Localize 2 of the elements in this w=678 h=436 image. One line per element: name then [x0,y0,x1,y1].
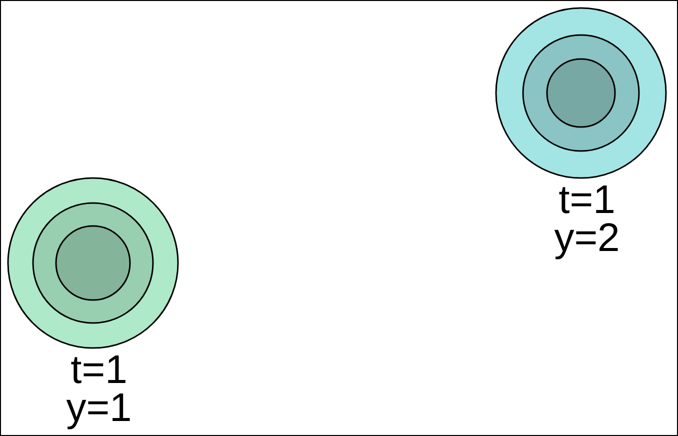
point-label: t=1 y=1 [65,351,133,427]
point-label: t=1 y=2 [553,181,621,257]
